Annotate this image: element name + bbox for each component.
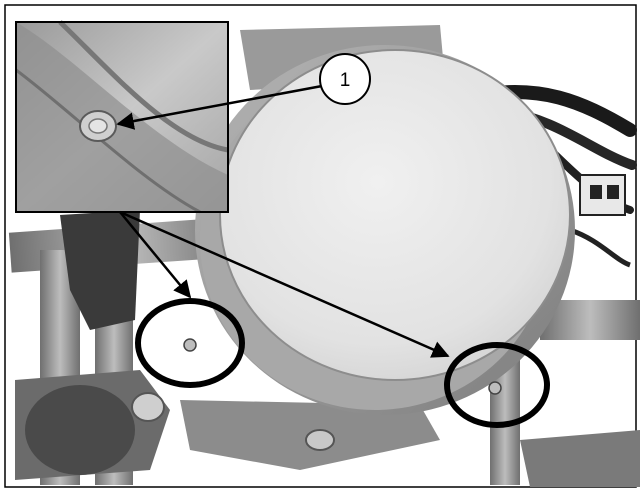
callout-number: 1 <box>340 70 351 91</box>
drum-bolt-right <box>488 381 502 395</box>
inset-arrow-right <box>119 210 450 358</box>
inset-detail <box>15 20 229 214</box>
drum-face <box>219 49 571 381</box>
callout-circle: 1 <box>319 53 371 105</box>
drum-bolt-left <box>183 338 197 352</box>
drum-assembly <box>183 45 575 415</box>
highlight-ellipse-right <box>444 342 550 428</box>
leader-arrows <box>116 84 450 358</box>
inset-arrow-left <box>119 211 192 299</box>
callout-arrow <box>116 84 323 130</box>
highlight-ellipses <box>135 298 550 428</box>
highlight-ellipse-left <box>135 298 245 388</box>
machine-structure <box>8 25 640 487</box>
